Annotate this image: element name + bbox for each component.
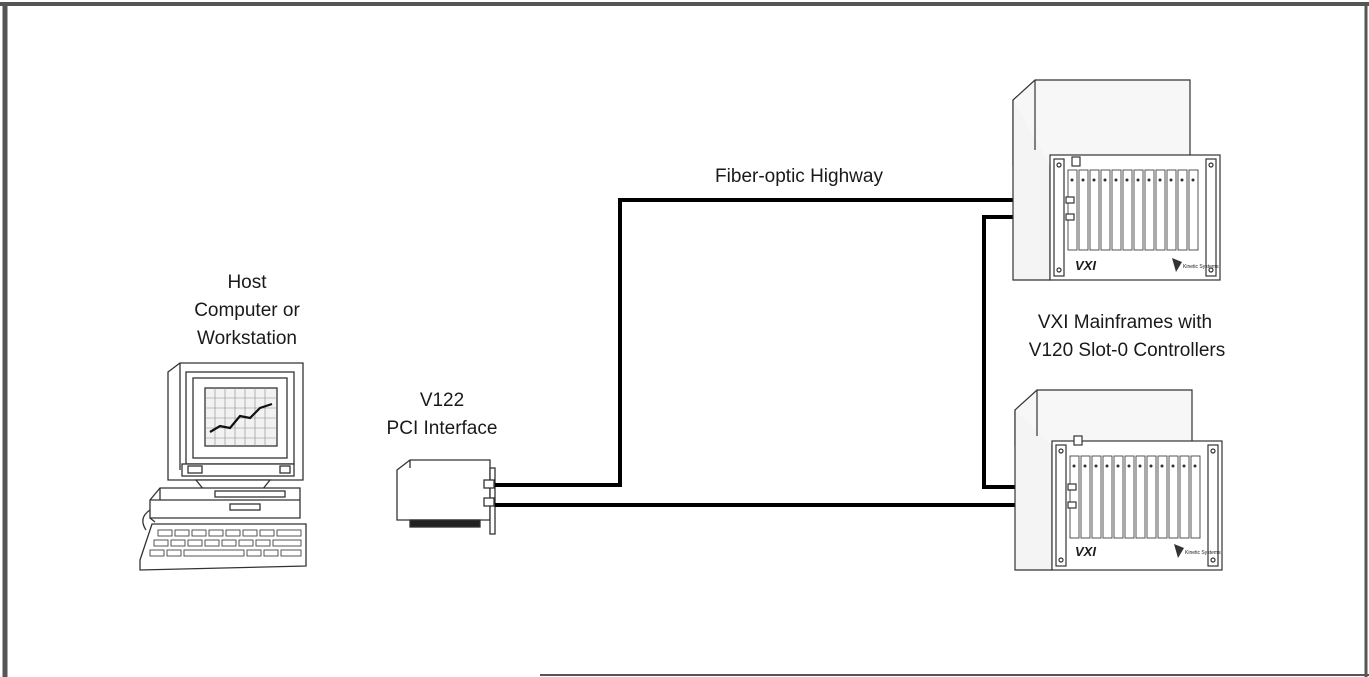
maker-logo-lower: Kinetic Systems: [1185, 550, 1221, 556]
fiber-link-to-upper-mainframe: [495, 198, 1070, 487]
interface-label-line2: PCI Interface: [387, 418, 498, 439]
vxi-logo-upper: VXI: [1075, 258, 1096, 273]
host-label-line1: Host: [227, 272, 267, 293]
mainframes-label-line2: V120 Slot-0 Controllers: [1029, 340, 1225, 361]
vxi-mainframe-lower-icon: VXI Kinetic Systems: [1014, 389, 1223, 571]
fiber-optic-highway: [495, 198, 1072, 507]
pci-interface-card-icon: [396, 459, 496, 535]
host-label-line2: Computer or: [194, 300, 300, 321]
host-computer-icon: [139, 362, 307, 571]
interface-label-line1: V122: [420, 390, 464, 411]
highway-label: Fiber-optic Highway: [715, 166, 883, 187]
vxi-logo-lower: VXI: [1075, 544, 1096, 559]
host-label-line3: Workstation: [197, 328, 297, 349]
mainframes-label-line1: VXI Mainframes with: [1038, 312, 1212, 333]
maker-logo-upper: Kinetic Systems: [1183, 264, 1219, 270]
vxi-mainframe-upper-icon: VXI Kinetic Systems: [1012, 79, 1221, 281]
